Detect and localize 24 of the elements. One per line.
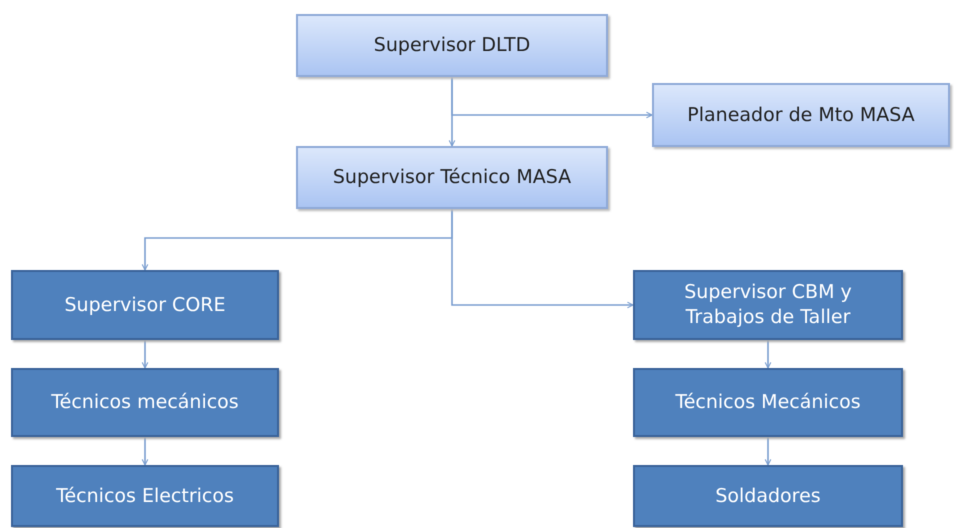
role-box (296, 146, 608, 209)
team-box (633, 270, 903, 340)
role-title: Supervisor CBM y Trabajos de Taller (683, 280, 853, 330)
role-title: Supervisor DLTD (372, 33, 532, 58)
role-title: Técnicos Mecánicos (674, 390, 862, 415)
role-title: Supervisor CORE (64, 292, 226, 318)
connector-arrow (764, 437, 772, 466)
connector-arrow (142, 437, 148, 466)
team-box (633, 368, 903, 437)
connector-arrow (142, 340, 148, 369)
role-title: Soldadores (714, 484, 822, 508)
team-box (11, 368, 279, 437)
team-box (11, 270, 279, 340)
role-title: Planeador de Mto MASA (686, 102, 916, 128)
role-title: Supervisor Técnico MASA (332, 165, 572, 190)
role-title: Técnicos Electricos (55, 484, 235, 508)
role-box (652, 83, 950, 147)
role-title: Técnicos mecánicos (50, 390, 240, 415)
connector-arrow (451, 209, 634, 308)
team-box (11, 465, 279, 527)
role-box (296, 14, 608, 77)
connector-arrow (448, 77, 456, 147)
connector-arrow (764, 340, 772, 369)
team-box (633, 465, 903, 527)
